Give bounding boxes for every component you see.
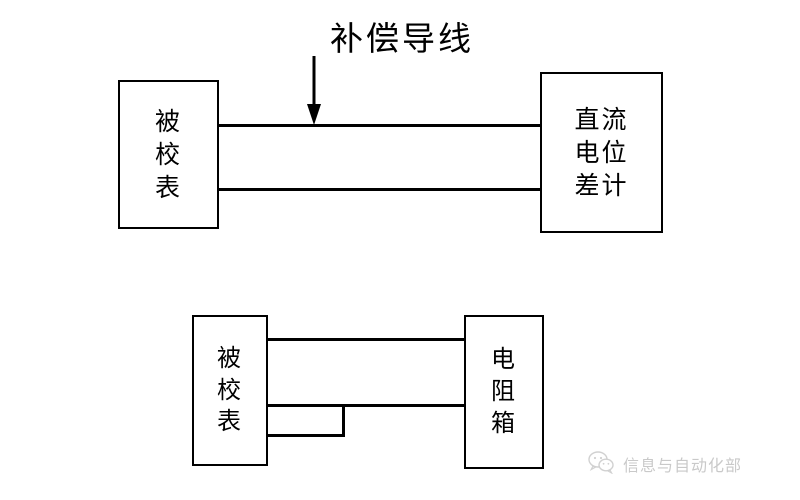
- box-label-line: 直流: [574, 105, 629, 134]
- wire-bottom-loop-vertical: [342, 404, 345, 437]
- box-meter-under-calibration-bottom[interactable]: 被 校 表: [192, 315, 268, 466]
- wire-bottom-middle: [265, 404, 467, 407]
- box-dc-potentiometer[interactable]: 直流 电位 差计: [540, 72, 663, 233]
- wire-top-upper: [216, 124, 544, 127]
- watermark: 信息与自动化部: [588, 450, 742, 478]
- box-label-line: 校: [154, 140, 182, 169]
- box-label-line: 校: [217, 375, 243, 404]
- wire-top-lower: [216, 188, 544, 191]
- box-label-line: 箱: [491, 408, 517, 437]
- wire-bottom-upper: [265, 338, 467, 341]
- box-label-line: 电: [491, 345, 517, 374]
- box-label-line: 被: [217, 343, 243, 372]
- box-label-line: 被: [154, 107, 182, 136]
- box-label-line: 表: [154, 173, 182, 202]
- box-label-line: 阻: [491, 377, 517, 406]
- box-label-line: 表: [217, 407, 243, 436]
- watermark-text: 信息与自动化部: [623, 456, 743, 475]
- down-arrow-icon: [307, 56, 321, 126]
- box-resistance-box[interactable]: 电 阻 箱: [464, 315, 544, 469]
- box-label-line: 电位: [574, 138, 629, 167]
- box-label-line: 差计: [574, 171, 629, 200]
- compensating-wire-label: 补偿导线: [330, 19, 474, 58]
- box-meter-under-calibration-top[interactable]: 被 校 表: [118, 80, 219, 229]
- wire-bottom-loop-horizontal: [265, 434, 345, 437]
- wechat-icon: [588, 450, 614, 478]
